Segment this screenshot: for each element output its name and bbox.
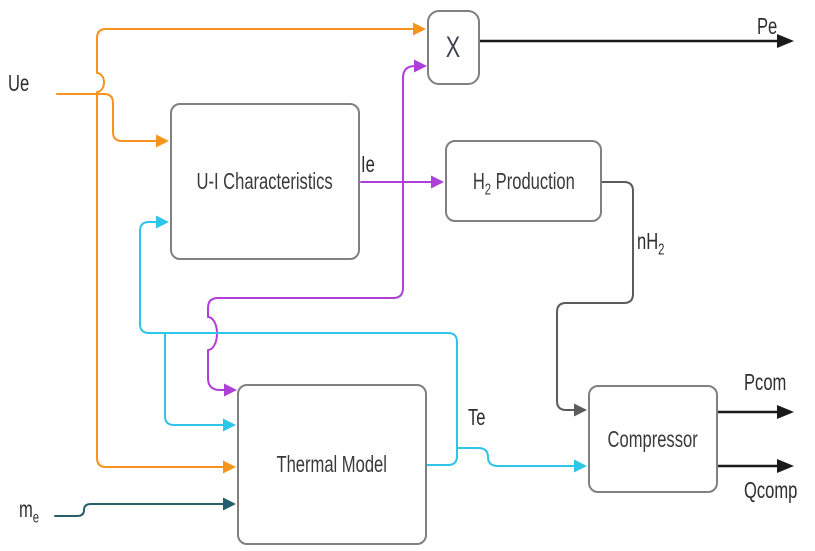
- block-h2-production-label: H2 Production: [472, 167, 575, 197]
- ie-to-thermal-line: [207, 181, 404, 391]
- label-ue: Ue: [8, 72, 37, 95]
- ue-trunk-to-multiplier-and-thermal-line: [96, 28, 415, 468]
- label-pcom-text: Pcom: [744, 369, 787, 395]
- arrowhead-ue-to-thermal: [223, 460, 236, 474]
- arrowhead-ie-to-thermal: [224, 383, 237, 397]
- arrowhead-ue-to-multiplier: [413, 22, 426, 36]
- ie-to-multiplier-line: [402, 65, 416, 183]
- label-me: me: [19, 496, 47, 526]
- te-feedback-to-thermal-line: [164, 332, 224, 426]
- h2-production-main-text: H: [472, 167, 485, 194]
- ue-source-to-ui-line: [56, 93, 158, 142]
- arrowhead-pcom-output: [777, 405, 794, 419]
- block-multiplier-label: X: [446, 30, 461, 64]
- label-qcomp-text: Qcomp: [744, 477, 798, 503]
- arrowhead-te-to-thermal: [223, 418, 236, 432]
- label-qcomp: Qcomp: [744, 479, 815, 502]
- label-me-subscript: e: [32, 509, 40, 527]
- label-me-main: m: [19, 496, 33, 522]
- te-feedback-to-ui-line: [139, 221, 458, 466]
- block-ui-characteristics-label: U-I Characteristics: [196, 168, 334, 194]
- nh2-to-compressor-line: [556, 181, 634, 411]
- label-ie-text: Ie: [361, 151, 375, 177]
- block-compressor-label: Compressor: [607, 425, 699, 452]
- arrowhead-te-to-compressor: [574, 459, 587, 473]
- me-source-to-thermal-line: [54, 503, 224, 517]
- arrowhead-ie-to-multiplier: [414, 59, 427, 73]
- arrowhead-pe-output: [777, 34, 794, 48]
- arrowhead-nh2-to-compressor: [574, 403, 587, 417]
- arrowhead-te-to-ui: [156, 215, 169, 229]
- label-nh2-main: nH: [637, 228, 659, 254]
- arrowhead-me-to-thermal: [223, 497, 236, 511]
- block-multiplier: X: [427, 10, 480, 85]
- block-thermal-model: Thermal Model: [237, 384, 427, 545]
- block-h2-production: H2 Production: [445, 140, 602, 222]
- arrowhead-qcomp-output: [777, 459, 794, 473]
- label-ue-text: Ue: [8, 70, 30, 96]
- block-thermal-model-label: Thermal Model: [276, 451, 388, 477]
- block-ui-characteristics: U-I Characteristics: [170, 103, 360, 260]
- h2-production-subscript: 2: [484, 181, 491, 199]
- label-pe: Pe: [757, 15, 785, 38]
- label-ie: Ie: [361, 153, 380, 176]
- label-pcom: Pcom: [744, 371, 803, 394]
- label-nh2: nH2: [637, 228, 675, 258]
- arrowhead-ie-to-h2-production: [431, 175, 444, 189]
- te-to-compressor-line: [456, 447, 575, 467]
- label-pe-text: Pe: [757, 13, 778, 39]
- label-me-text: me: [19, 496, 39, 526]
- block-compressor: Compressor: [588, 385, 718, 493]
- label-te-text: Te: [468, 404, 486, 430]
- label-te: Te: [468, 406, 492, 429]
- arrowhead-ue-to-ui: [156, 134, 169, 148]
- label-nh2-subscript: 2: [658, 241, 665, 259]
- label-nh2-text: nH2: [637, 228, 664, 258]
- h2-production-rest-text: Production: [490, 167, 575, 194]
